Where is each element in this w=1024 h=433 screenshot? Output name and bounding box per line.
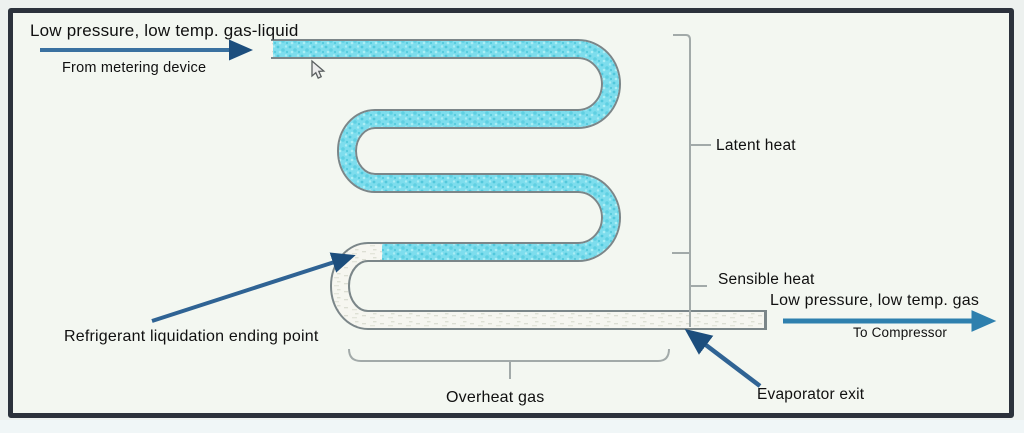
evaporator-coil xyxy=(271,39,767,330)
overheat-gas-brace xyxy=(348,348,670,362)
diagram-frame xyxy=(8,8,1014,418)
latent-heat-label: Latent heat xyxy=(716,137,796,154)
liquidation-pointer-arrow xyxy=(151,252,356,323)
sensible-heat-label: Sensible heat xyxy=(718,271,815,288)
liquidation-point-label: Refrigerant liquidation ending point xyxy=(64,328,319,345)
evaporator-exit-label: Evaporator exit xyxy=(757,386,865,403)
inlet-source-label: From metering device xyxy=(62,60,207,76)
inlet-title-label: Low pressure, low temp. gas-liquid xyxy=(30,21,299,40)
latent-heat-bracket xyxy=(673,34,691,327)
outlet-destination-label: To Compressor xyxy=(853,325,948,340)
mouse-cursor-icon xyxy=(311,59,326,79)
outlet-title-label: Low pressure, low temp. gas xyxy=(770,292,980,309)
overheat-gas-label: Overheat gas xyxy=(446,389,545,406)
coil-liquid-section xyxy=(273,41,619,260)
heat-zone-brackets xyxy=(348,34,711,379)
evaporator-exit-pointer-arrow xyxy=(684,328,762,388)
bottom-margin-strip xyxy=(0,420,1024,433)
arrows xyxy=(40,39,997,388)
